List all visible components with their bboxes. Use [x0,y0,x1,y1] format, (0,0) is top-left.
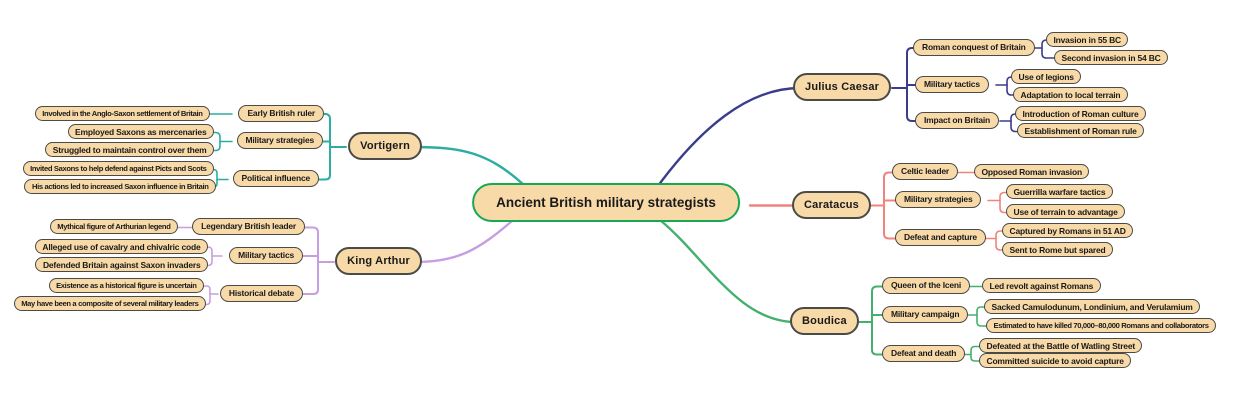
subtopic-military-strategies-vortigern[interactable]: Military strategies [236,132,323,149]
leaf-invasion-in-55-bc[interactable]: Invasion in 55 BC [1046,32,1129,47]
branch-lines-caratacus [748,171,1013,251]
leaf-establishment-of-roman-rule[interactable]: Establishment of Roman rule [1017,123,1145,138]
leaf-defended-britain-saxon-invaders[interactable]: Defended Britain against Saxon invaders [35,257,208,272]
leaf-employed-saxons-as-mercenaries[interactable]: Employed Saxons as mercenaries [67,124,214,139]
subtopic-early-british-ruler[interactable]: Early British ruler [238,105,324,122]
branch-lines-king-arthur [169,219,514,306]
subtopic-military-tactics-arthur[interactable]: Military tactics [229,247,303,264]
leaf-estimated-killed-70000-80000[interactable]: Estimated to have killed 70,000–80,000 R… [986,318,1217,333]
leaf-sacked-camulodunum-londinium-verulamium[interactable]: Sacked Camulodunum, Londinium, and Verul… [984,299,1201,314]
branch-topic-julius-caesar[interactable]: Julius Caesar [793,73,892,101]
leaf-involved-anglo-saxon-settlement[interactable]: Involved in the Anglo-Saxon settlement o… [34,106,210,121]
leaf-led-revolt-against-romans[interactable]: Led revolt against Romans [982,278,1101,293]
branch-lines-boudica [658,218,993,362]
leaf-captured-by-romans-in-51-ad[interactable]: Captured by Romans in 51 AD [1002,223,1134,238]
subtopic-defeat-and-death[interactable]: Defeat and death [882,345,966,362]
leaf-committed-suicide-to-avoid-capture[interactable]: Committed suicide to avoid capture [979,353,1132,368]
leaf-alleged-cavalry-chivalric-code[interactable]: Alleged use of cavalry and chivalric cod… [34,239,208,254]
branch-lines-vortigern [203,113,527,188]
leaf-introduction-of-roman-culture[interactable]: Introduction of Roman culture [1015,106,1147,121]
leaf-defeated-battle-of-watling-street[interactable]: Defeated at the Battle of Watling Street [979,338,1143,353]
leaf-invited-saxons-against-picts-scots[interactable]: Invited Saxons to help defend against Pi… [22,161,214,176]
subtopic-military-strategies-caratacus[interactable]: Military strategies [895,191,982,208]
leaf-adaptation-to-local-terrain[interactable]: Adaptation to local terrain [1013,87,1128,102]
subtopic-defeat-and-capture[interactable]: Defeat and capture [895,229,986,246]
leaf-second-invasion-in-54-bc[interactable]: Second invasion in 54 BC [1054,50,1169,65]
subtopic-queen-of-the-iceni[interactable]: Queen of the Iceni [882,277,971,294]
branch-topic-boudica[interactable]: Boudica [790,307,859,335]
leaf-actions-increased-saxon-influence[interactable]: His actions led to increased Saxon influ… [24,179,216,194]
subtopic-celtic-leader[interactable]: Celtic leader [892,163,958,180]
leaf-existence-historical-figure-uncertain[interactable]: Existence as a historical figure is unce… [48,278,204,293]
leaf-sent-to-rome-but-spared[interactable]: Sent to Rome but spared [1002,242,1113,257]
subtopic-legendary-british-leader[interactable]: Legendary British leader [192,218,305,235]
branch-topic-caratacus[interactable]: Caratacus [792,191,871,219]
subtopic-historical-debate[interactable]: Historical debate [219,285,303,302]
leaf-mythical-figure-arthurian-legend[interactable]: Mythical figure of Arthurian legend [49,219,178,234]
central-topic[interactable]: Ancient British military strategists [472,183,740,222]
leaf-struggled-to-maintain-control[interactable]: Struggled to maintain control over them [45,142,214,157]
branch-topic-king-arthur[interactable]: King Arthur [335,247,422,275]
leaf-use-of-legions[interactable]: Use of legions [1011,69,1082,84]
subtopic-military-tactics-caesar[interactable]: Military tactics [915,76,989,93]
subtopic-roman-conquest-of-britain[interactable]: Roman conquest of Britain [913,39,1035,56]
leaf-guerrilla-warfare-tactics[interactable]: Guerrilla warfare tactics [1006,184,1113,199]
leaf-composite-of-several-military-leaders[interactable]: May have been a composite of several mil… [13,296,206,311]
subtopic-military-campaign[interactable]: Military campaign [882,306,969,323]
leaf-use-of-terrain-to-advantage[interactable]: Use of terrain to advantage [1006,204,1126,219]
subtopic-political-influence[interactable]: Political influence [232,170,319,187]
branch-topic-vortigern[interactable]: Vortigern [348,132,422,160]
subtopic-impact-on-britain[interactable]: Impact on Britain [915,112,1000,129]
leaf-opposed-roman-invasion[interactable]: Opposed Roman invasion [974,164,1090,179]
